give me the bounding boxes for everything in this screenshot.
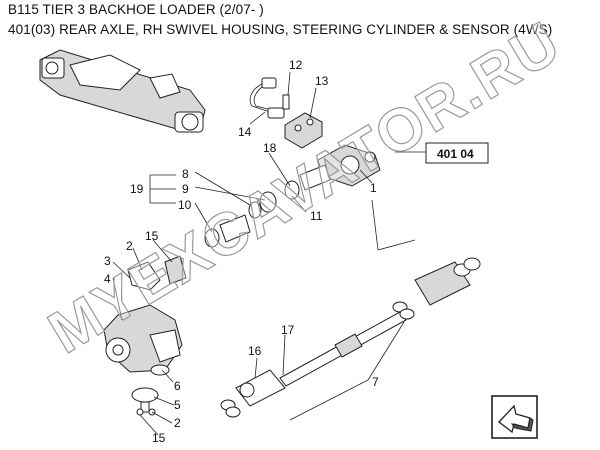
- callout-15-lower: 15: [152, 431, 166, 445]
- reference-box[interactable]: 401 04: [425, 142, 489, 164]
- callout-13: 13: [315, 74, 329, 88]
- axle-assembly-illustration: [39, 49, 206, 133]
- callout-11: 11: [310, 209, 323, 223]
- callout-19: 19: [130, 182, 144, 196]
- callout-numbers: 12 13 14 18 1 8 9 10 19 11 15 2 3 4 6 5 …: [104, 58, 379, 445]
- swivel-housing-illustration: [204, 144, 381, 248]
- page-title: B115 TIER 3 BACKHOE LOADER (2/07- ): [8, 2, 264, 17]
- steering-cylinder-illustration: [220, 257, 481, 418]
- callout-14: 14: [238, 125, 252, 139]
- callout-8: 8: [182, 167, 189, 181]
- callout-7: 7: [372, 375, 379, 389]
- page-subtitle: 401(03) REAR AXLE, RH SWIVEL HOUSING, ST…: [8, 22, 553, 37]
- callout-16: 16: [248, 344, 262, 358]
- callout-18: 18: [263, 141, 277, 155]
- sensor-assembly-illustration: [249, 77, 323, 149]
- callout-9: 9: [182, 182, 189, 196]
- reference-label: 401 04: [437, 147, 474, 161]
- callout-17: 17: [281, 323, 295, 337]
- callout-12: 12: [289, 58, 303, 72]
- leader-lines: [112, 71, 426, 436]
- callout-2: 2: [126, 239, 133, 253]
- lower-knuckle-illustration: [103, 255, 187, 416]
- callout-2-lower: 2: [174, 416, 181, 430]
- callout-3: 3: [104, 254, 111, 268]
- callout-10: 10: [178, 198, 192, 212]
- callout-1: 1: [370, 181, 377, 195]
- callout-6: 6: [174, 379, 181, 393]
- callout-5: 5: [174, 398, 181, 412]
- callout-4: 4: [104, 272, 111, 286]
- callout-15: 15: [145, 229, 159, 243]
- next-page-arrow-icon[interactable]: [491, 395, 538, 439]
